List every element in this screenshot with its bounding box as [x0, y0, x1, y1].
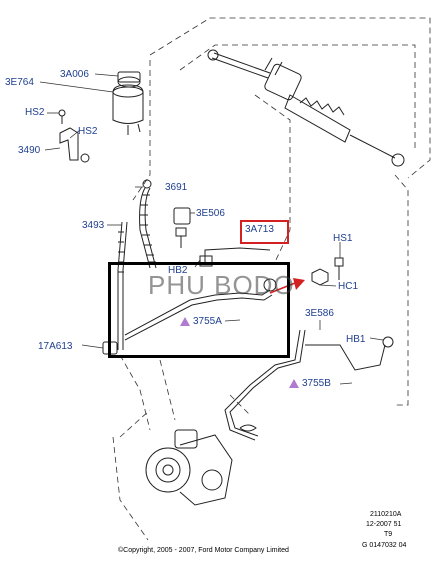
- label-3A713: 3A713: [245, 224, 274, 235]
- label-3493: 3493: [82, 220, 105, 231]
- copyright: ©Copyright, 2005 - 2007, Ford Motor Comp…: [118, 547, 289, 554]
- pump-leaders: [112, 354, 251, 541]
- hose-3691: [139, 179, 157, 269]
- steering-rack: [207, 49, 405, 167]
- highlight-frame: [108, 262, 290, 358]
- label-hs1: HS1: [333, 233, 353, 244]
- leader-lines: [39, 73, 384, 385]
- return-line-3E586: [224, 329, 394, 441]
- drawing-code-1: 2110210A: [370, 511, 402, 518]
- label-3755A: 3755A: [193, 316, 222, 327]
- drawing-code-3: T9: [384, 531, 393, 538]
- bracket-3490: [58, 109, 90, 163]
- label-3E586: 3E586: [305, 308, 334, 319]
- drawing-code-4: G 0147032 04: [362, 542, 407, 549]
- label-hb1: HB1: [346, 334, 366, 345]
- pressure-line-3A713: [124, 247, 277, 341]
- reservoir: [112, 71, 144, 135]
- clip-3E506: [173, 207, 191, 248]
- label-3490: 3490: [18, 145, 41, 156]
- label-hc1: HC1: [338, 281, 359, 292]
- label-hb2: HB2: [168, 265, 188, 276]
- watermark: PHU BODO: [148, 270, 295, 300]
- drawing-code-2: 12-2007 51: [366, 521, 402, 528]
- label-3A006: 3A006: [60, 69, 89, 80]
- red-indicator-arrow: [269, 278, 305, 294]
- label-17A613: 17A613: [38, 341, 73, 352]
- label-hs2-b: HS2: [78, 126, 98, 137]
- power-steering-pump: [145, 429, 233, 506]
- marker-3755A-icon: [180, 317, 190, 326]
- rack-outline: [132, 17, 431, 406]
- label-hs2-a: HS2: [25, 107, 45, 118]
- label-3E764: 3E764: [5, 77, 34, 88]
- label-3755B: 3755B: [302, 378, 331, 389]
- label-3E506: 3E506: [196, 208, 225, 219]
- marker-3755B-icon: [289, 379, 299, 388]
- part-highlight-box: [240, 220, 289, 244]
- hs1-hc1-fasteners: [311, 257, 344, 286]
- label-3691: 3691: [165, 182, 188, 193]
